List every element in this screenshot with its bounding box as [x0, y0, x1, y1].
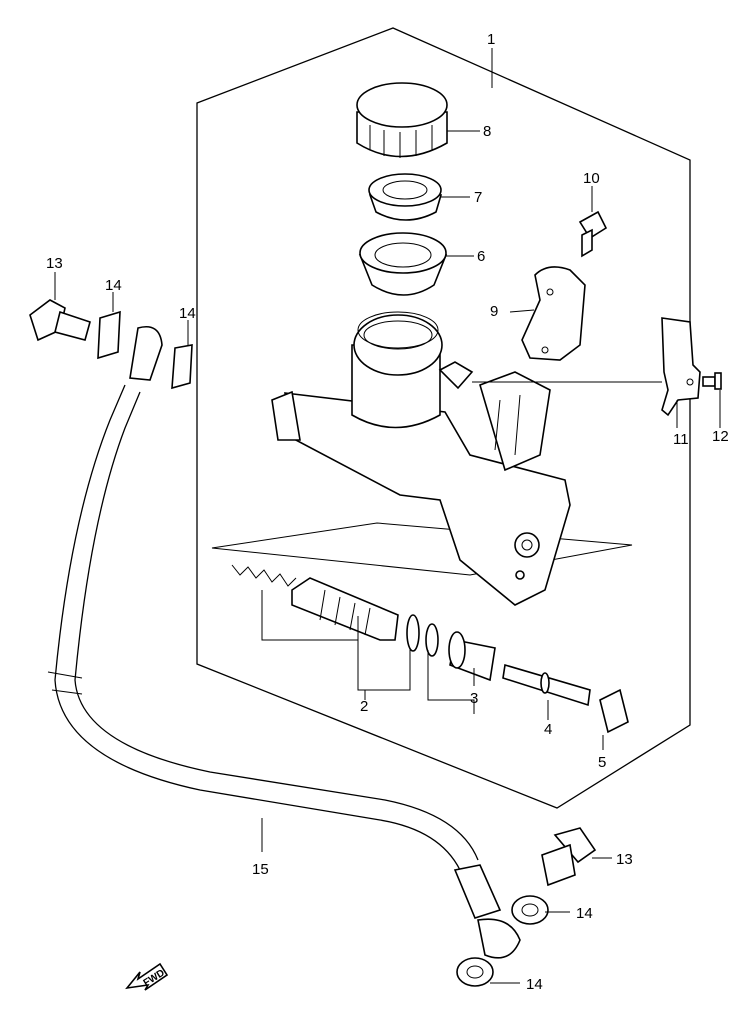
washer-lower-bottom: [456, 957, 494, 987]
callout-8: 8: [483, 123, 491, 140]
callout-13-upper: 13: [46, 255, 63, 272]
callout-15: 15: [252, 861, 269, 878]
piston-spring: [231, 564, 297, 587]
callout-6: 6: [477, 248, 485, 265]
bracket: [661, 317, 701, 417]
brake-hose: [47, 326, 521, 959]
callout-13-lower: 13: [616, 851, 633, 868]
callout-7: 7: [474, 189, 482, 206]
bracket-screw: [702, 372, 722, 390]
callout-9: 9: [490, 303, 498, 320]
clamp-holder: [521, 266, 586, 361]
banjo-bolt-lower: [541, 827, 597, 887]
piston: [291, 577, 399, 641]
callout-3: 3: [470, 690, 478, 707]
boot: [448, 631, 496, 682]
callout-2: 2: [360, 698, 368, 715]
callout-14-upper-left: 14: [105, 277, 122, 294]
callout-1: 1: [487, 31, 495, 48]
callout-14-upper-right: 14: [179, 305, 196, 322]
master-cylinder-body: [271, 311, 571, 606]
push-rod: [502, 663, 591, 707]
callout-14-lower-bottom: 14: [526, 976, 543, 993]
assembly-boundary: [196, 27, 691, 809]
piston-seal-rings: [406, 614, 439, 657]
dust-cap: [599, 688, 629, 734]
callout-4: 4: [544, 721, 552, 738]
washer-upper-left: [97, 310, 121, 360]
callout-5: 5: [598, 754, 606, 771]
callout-14-lower-right: 14: [576, 905, 593, 922]
leader-lines: [54, 48, 721, 984]
washer-upper-right: [171, 344, 193, 390]
callout-11: 11: [673, 431, 689, 448]
callout-10: 10: [583, 170, 600, 187]
fwd-arrow-icon: FWD: [125, 962, 169, 991]
reservoir-cap: [356, 82, 448, 158]
diaphragm: [358, 232, 448, 296]
washer-lower-right: [511, 895, 549, 925]
clamp-bolt: [578, 210, 608, 258]
banjo-bolt-upper: [29, 299, 91, 342]
section-plane: [211, 522, 633, 576]
diaphragm-plate: [368, 173, 443, 221]
callout-12: 12: [712, 428, 729, 445]
